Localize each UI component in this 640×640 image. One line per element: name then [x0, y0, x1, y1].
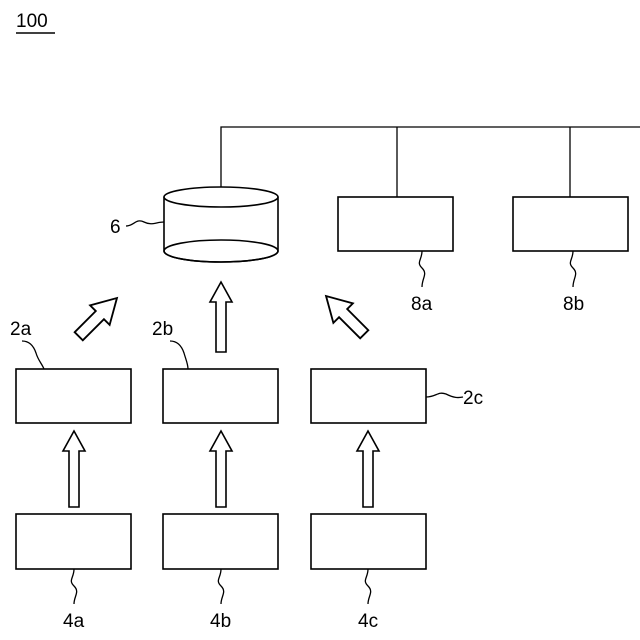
server-2b-leader-line	[170, 341, 188, 369]
terminal-8b-box	[513, 197, 628, 251]
terminal-8b-label: 8b	[563, 294, 584, 315]
database-cylinder	[164, 187, 278, 262]
terminal-8a-leader-line	[419, 251, 424, 287]
arrow-2a-to-database	[69, 288, 127, 346]
arrow-2c-to-database	[316, 286, 374, 344]
server-2a-leader-line	[22, 341, 44, 369]
device-4c-leader-line	[365, 569, 370, 604]
network-bus	[221, 127, 640, 197]
terminal-8a-label: 8a	[411, 294, 433, 315]
device-4b-leader-line	[218, 569, 223, 604]
device-4a-box	[16, 514, 131, 569]
terminal-8b-leader-line	[570, 251, 575, 287]
server-2c-label: 2c	[463, 388, 483, 409]
device-4c-label: 4c	[358, 611, 378, 632]
device-4b-box	[163, 514, 278, 569]
server-2c-box	[311, 369, 426, 423]
database-label: 6	[110, 217, 121, 238]
server-2b-label: 2b	[152, 319, 173, 340]
figure-number: 100	[16, 11, 48, 32]
arrow-4a-to-2a	[63, 431, 85, 507]
arrow-4b-to-2b	[210, 431, 232, 507]
device-4a-label: 4a	[63, 611, 85, 632]
server-2b-box	[163, 369, 278, 423]
arrow-2b-to-database	[210, 282, 232, 352]
terminal-8a-box	[338, 197, 453, 251]
server-2c-leader-line	[426, 393, 463, 397]
server-2a-box	[16, 369, 131, 423]
arrow-4c-to-2c	[357, 431, 379, 507]
server-2a-label: 2a	[10, 319, 32, 340]
device-4c-box	[311, 514, 426, 569]
device-4a-leader-line	[71, 569, 76, 604]
database-leader-line	[126, 221, 164, 226]
device-4b-label: 4b	[210, 611, 231, 632]
